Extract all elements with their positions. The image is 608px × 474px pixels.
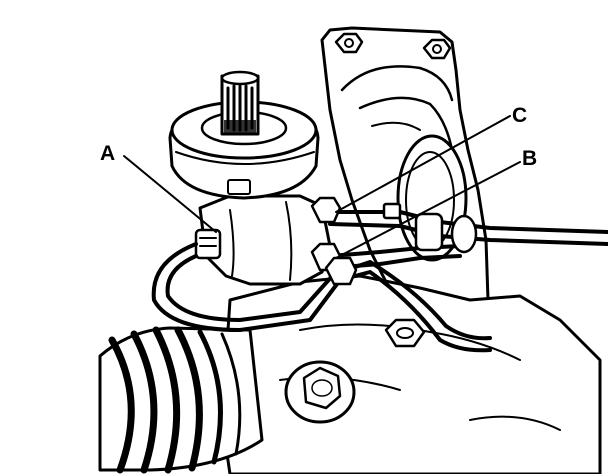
gearbox-housing <box>220 274 602 474</box>
callout-c: C <box>335 104 527 213</box>
rack-boot <box>98 326 264 474</box>
clamp-fitting <box>382 202 478 254</box>
bracket-bolt-left <box>334 32 364 54</box>
valve-port-fitting <box>194 228 222 260</box>
bracket-bolt-right <box>422 38 452 60</box>
lower-line-fitting <box>324 256 358 286</box>
callout-a: A <box>100 142 217 233</box>
callout-a-label: A <box>100 142 115 165</box>
callout-c-label: C <box>512 104 527 127</box>
line-c-flare-nut <box>310 196 342 224</box>
callout-b: B <box>335 147 537 259</box>
housing-bolt <box>384 318 426 348</box>
pinion-shaft <box>220 70 260 136</box>
callout-b-label: B <box>522 147 537 170</box>
hex-plug <box>284 360 356 424</box>
valve-body <box>194 194 332 286</box>
fluid-lines <box>151 196 608 353</box>
